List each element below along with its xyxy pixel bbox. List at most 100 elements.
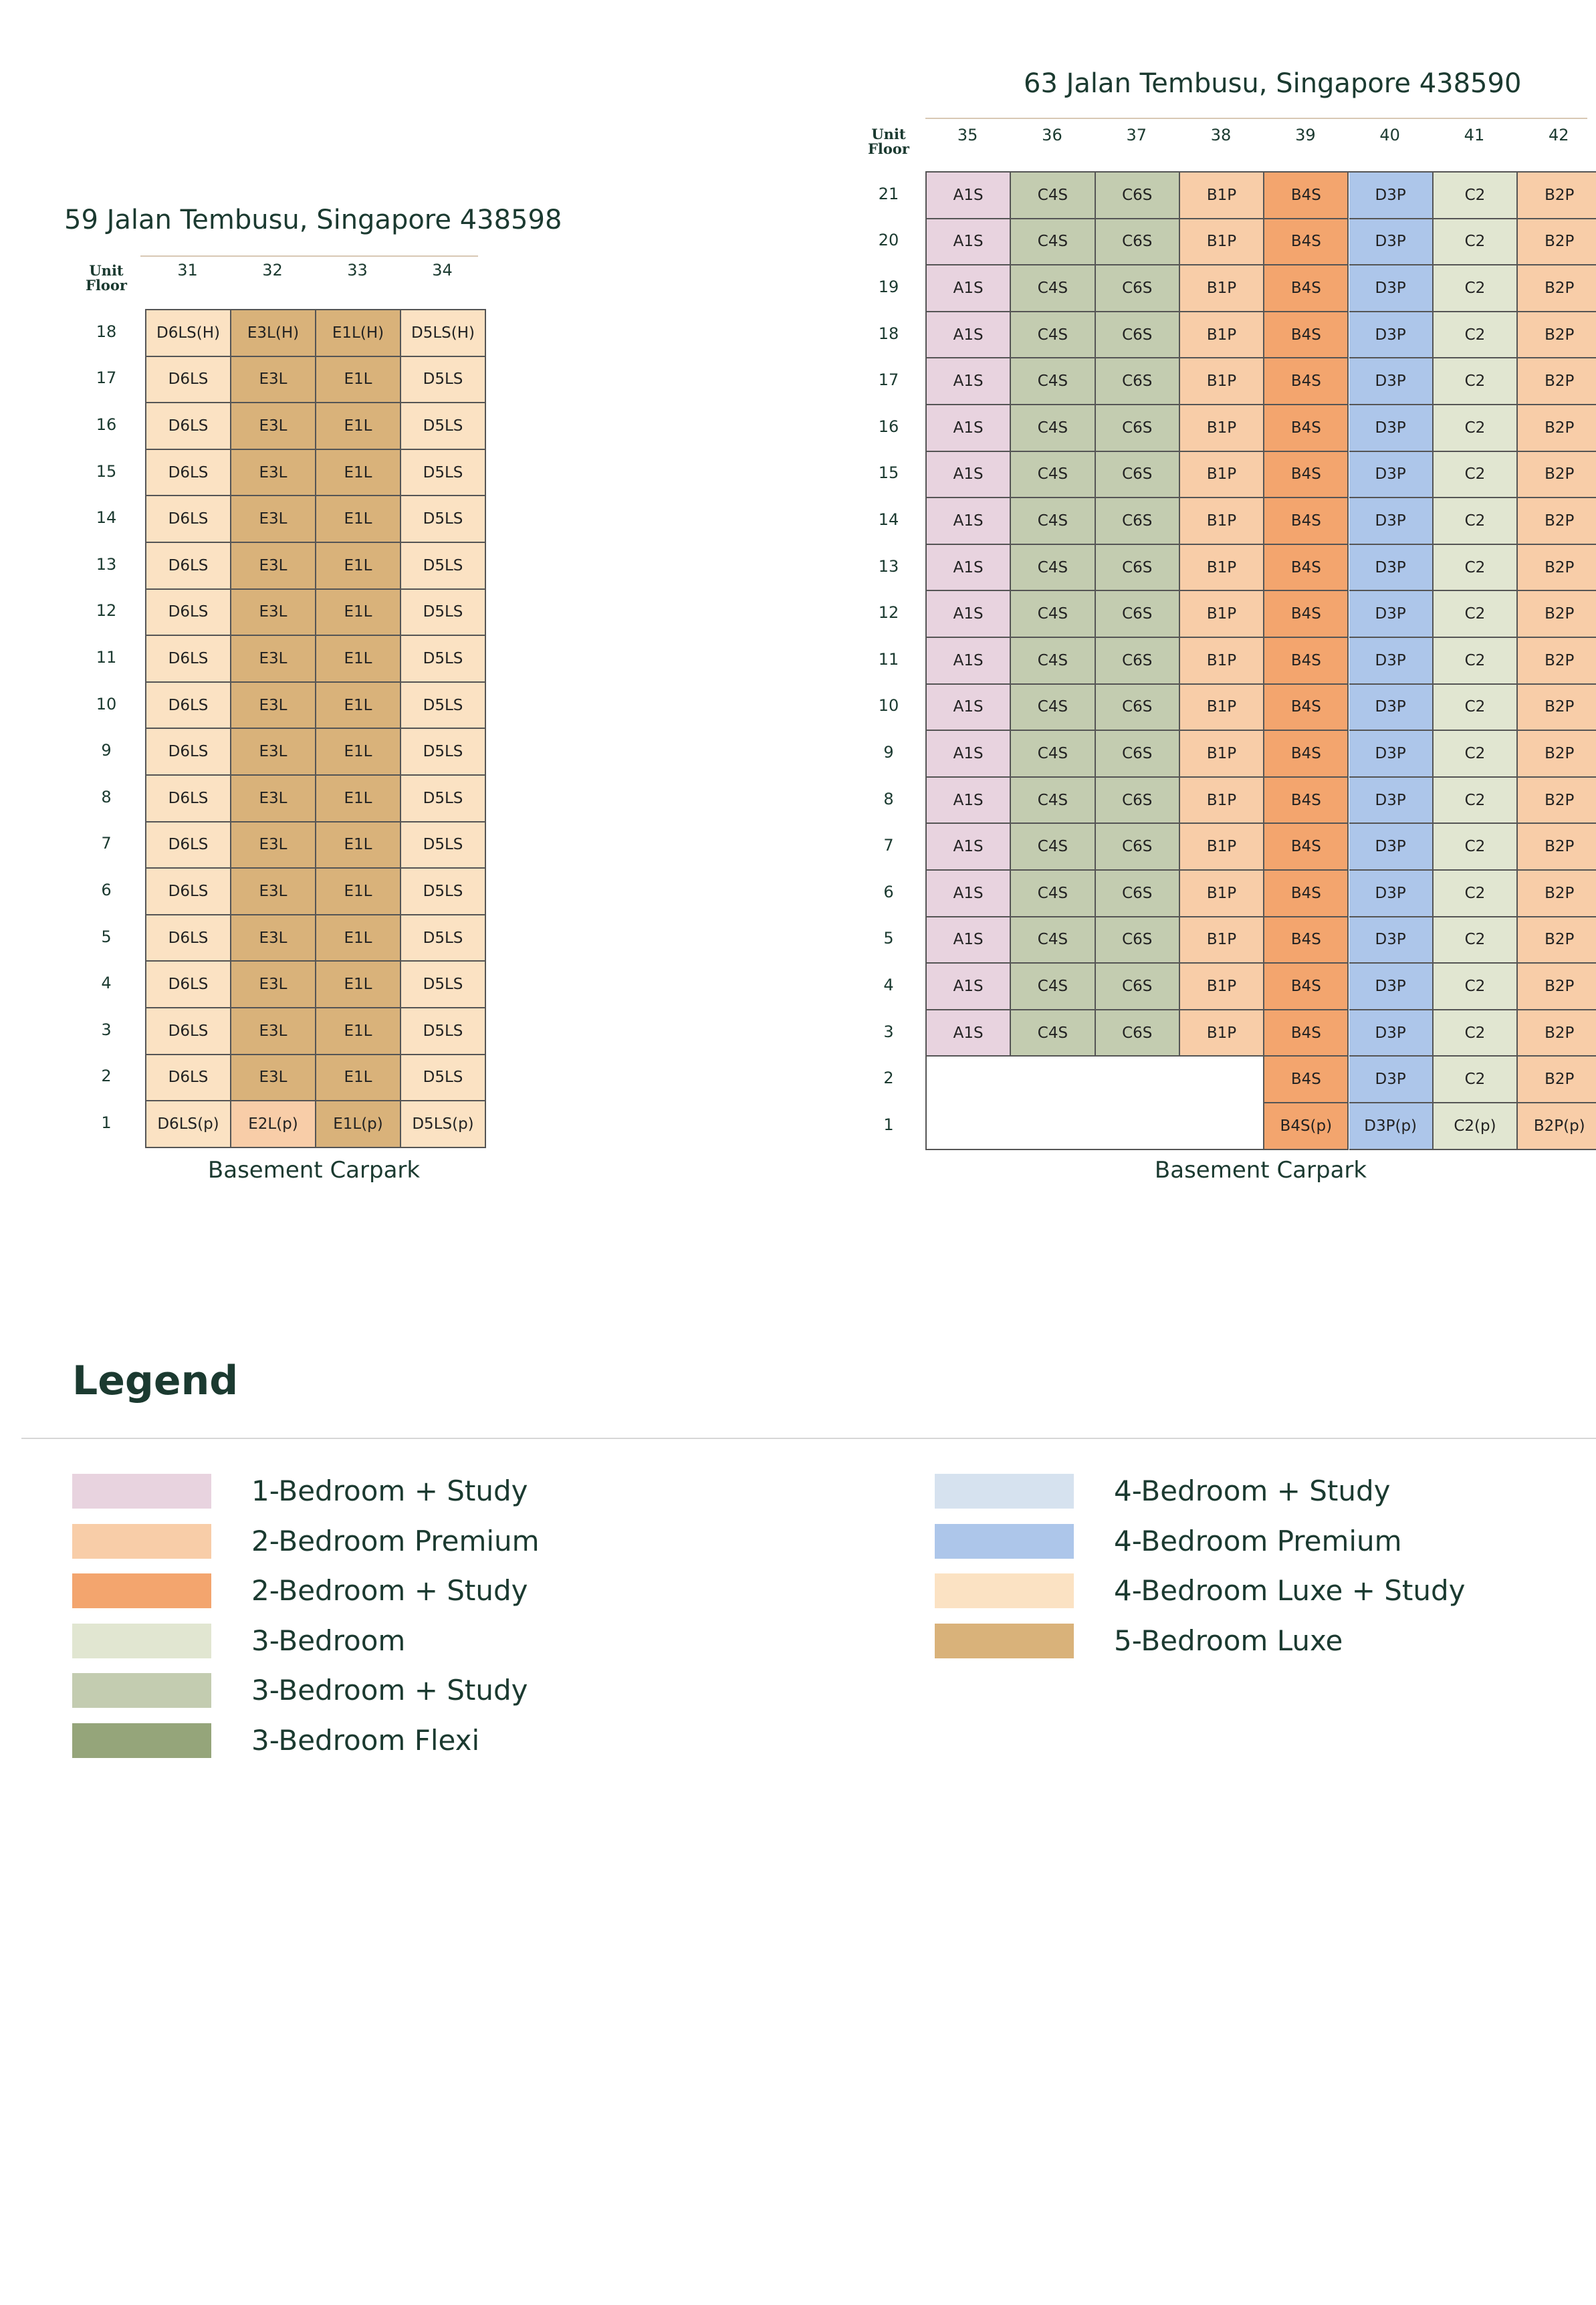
unit-cell: D6LS (146, 729, 231, 776)
unit-cell: A1S (927, 1010, 1012, 1057)
right-title-rule (925, 118, 1587, 119)
unit-cell: B1P (1179, 917, 1265, 964)
unit-cell: D5LS (401, 589, 486, 637)
unit-cell: A1S (927, 265, 1012, 312)
unit-cell: A1S (927, 544, 1012, 592)
unit-cell: D6LS (146, 962, 231, 1008)
podium-blank-area (925, 1055, 1265, 1150)
unit-cell: C2 (1433, 591, 1518, 638)
unit-cell: D3P (1349, 173, 1434, 219)
unit-cell: C2 (1433, 777, 1518, 825)
floor-label: 14 (878, 510, 899, 529)
unit-cell: E2L(p) (231, 1101, 316, 1148)
unit-cell: E1L (316, 822, 401, 869)
unit-cell: E3L (231, 869, 316, 915)
floor-label: 11 (96, 648, 117, 667)
unit-cell: A1S (927, 964, 1012, 1010)
unit-cell: B4S (1264, 173, 1349, 219)
unit-cell: C6S (1095, 405, 1180, 452)
floor-label: 7 (883, 836, 894, 855)
unit-cell: B1P (1179, 358, 1265, 405)
unit-cell: C2 (1433, 358, 1518, 405)
unit-cell: C2 (1433, 405, 1518, 452)
unit-cell: D5LS (401, 1055, 486, 1102)
unit-cell: C4S (1011, 498, 1096, 545)
legend-swatch (72, 1474, 211, 1509)
unit-cell: C4S (1011, 173, 1096, 219)
unit-cell: C4S (1011, 312, 1096, 359)
unit-cell: C2 (1433, 544, 1518, 592)
unit-cell: C4S (1011, 405, 1096, 452)
floor-label: 10 (96, 694, 117, 714)
unit-cell: D5LS (401, 636, 486, 683)
unit-cell: C2 (1433, 731, 1518, 778)
unit-cell: B1P (1179, 451, 1265, 499)
unit-cell: E3L (231, 356, 316, 404)
unit-cell: E1L(p) (316, 1101, 401, 1148)
legend-swatch (72, 1523, 211, 1559)
unit-cell: C4S (1011, 964, 1096, 1010)
unit-cell: C2 (1433, 824, 1518, 871)
unit-cell: D3P (1349, 1057, 1434, 1103)
unit-cell: D3P (1349, 544, 1434, 592)
unit-cell: B1P (1179, 824, 1265, 871)
unit-cell: D3P(p) (1349, 1103, 1434, 1150)
unit-cell: C4S (1011, 871, 1096, 917)
floor-label: 12 (878, 603, 899, 623)
left-unit-label: Unit (89, 262, 124, 279)
floor-label: 10 (878, 696, 899, 716)
floor-label: 17 (96, 368, 117, 388)
unit-cell: B4S (1264, 312, 1349, 359)
unit-cell: C6S (1095, 777, 1180, 825)
unit-cell: D5LS (401, 496, 486, 543)
unit-cell: E3L (231, 636, 316, 683)
legend-swatch (72, 1623, 211, 1658)
unit-cell: B4S (1264, 824, 1349, 871)
unit-cell: B2P (1518, 824, 1596, 871)
unit-cell: B1P (1179, 544, 1265, 592)
floor-label: 4 (101, 974, 112, 993)
unit-header: 42 (1548, 126, 1569, 144)
unit-cell: D3P (1349, 358, 1434, 405)
unit-header: 36 (1042, 126, 1062, 144)
unit-cell: B2P (1518, 731, 1596, 778)
unit-cell: C6S (1095, 219, 1180, 266)
unit-cell: C2 (1433, 265, 1518, 312)
unit-cell: E3L (231, 1055, 316, 1102)
unit-cell: C6S (1095, 871, 1180, 917)
right-block-title: 63 Jalan Tembusu, Singapore 438590 (1024, 68, 1522, 99)
unit-cell: C2 (1433, 917, 1518, 964)
unit-cell: B4S (1264, 917, 1349, 964)
unit-cell: B1P (1179, 777, 1265, 825)
unit-cell: D5LS (401, 449, 486, 497)
unit-cell: D3P (1349, 777, 1434, 825)
unit-cell: C2 (1433, 498, 1518, 545)
unit-cell: D5LS (401, 729, 486, 776)
unit-cell: D3P (1349, 684, 1434, 732)
unit-cell: D3P (1349, 265, 1434, 312)
unit-cell: B1P (1179, 498, 1265, 545)
unit-cell: B4S (1264, 219, 1349, 266)
unit-cell: C2 (1433, 312, 1518, 359)
unit-cell: D3P (1349, 451, 1434, 499)
unit-cell: C6S (1095, 1010, 1180, 1057)
unit-cell: B4S (1264, 405, 1349, 452)
unit-cell: B4S(p) (1264, 1103, 1349, 1150)
unit-cell: B4S (1264, 1010, 1349, 1057)
unit-cell: C4S (1011, 591, 1096, 638)
unit-cell: D6LS (146, 776, 231, 822)
unit-cell: B1P (1179, 405, 1265, 452)
floor-label: 9 (883, 743, 894, 762)
floor-label: 7 (101, 834, 112, 853)
unit-cell: E1L (316, 682, 401, 730)
unit-header: 34 (432, 261, 453, 280)
unit-cell: B2P (1518, 498, 1596, 545)
left-title-rule (140, 255, 478, 257)
unit-cell: C4S (1011, 358, 1096, 405)
unit-cell: C4S (1011, 451, 1096, 499)
unit-header: 32 (262, 261, 283, 280)
unit-cell: C6S (1095, 824, 1180, 871)
floor-label: 13 (96, 554, 117, 574)
unit-header: 41 (1464, 126, 1485, 144)
unit-cell: B4S (1264, 358, 1349, 405)
